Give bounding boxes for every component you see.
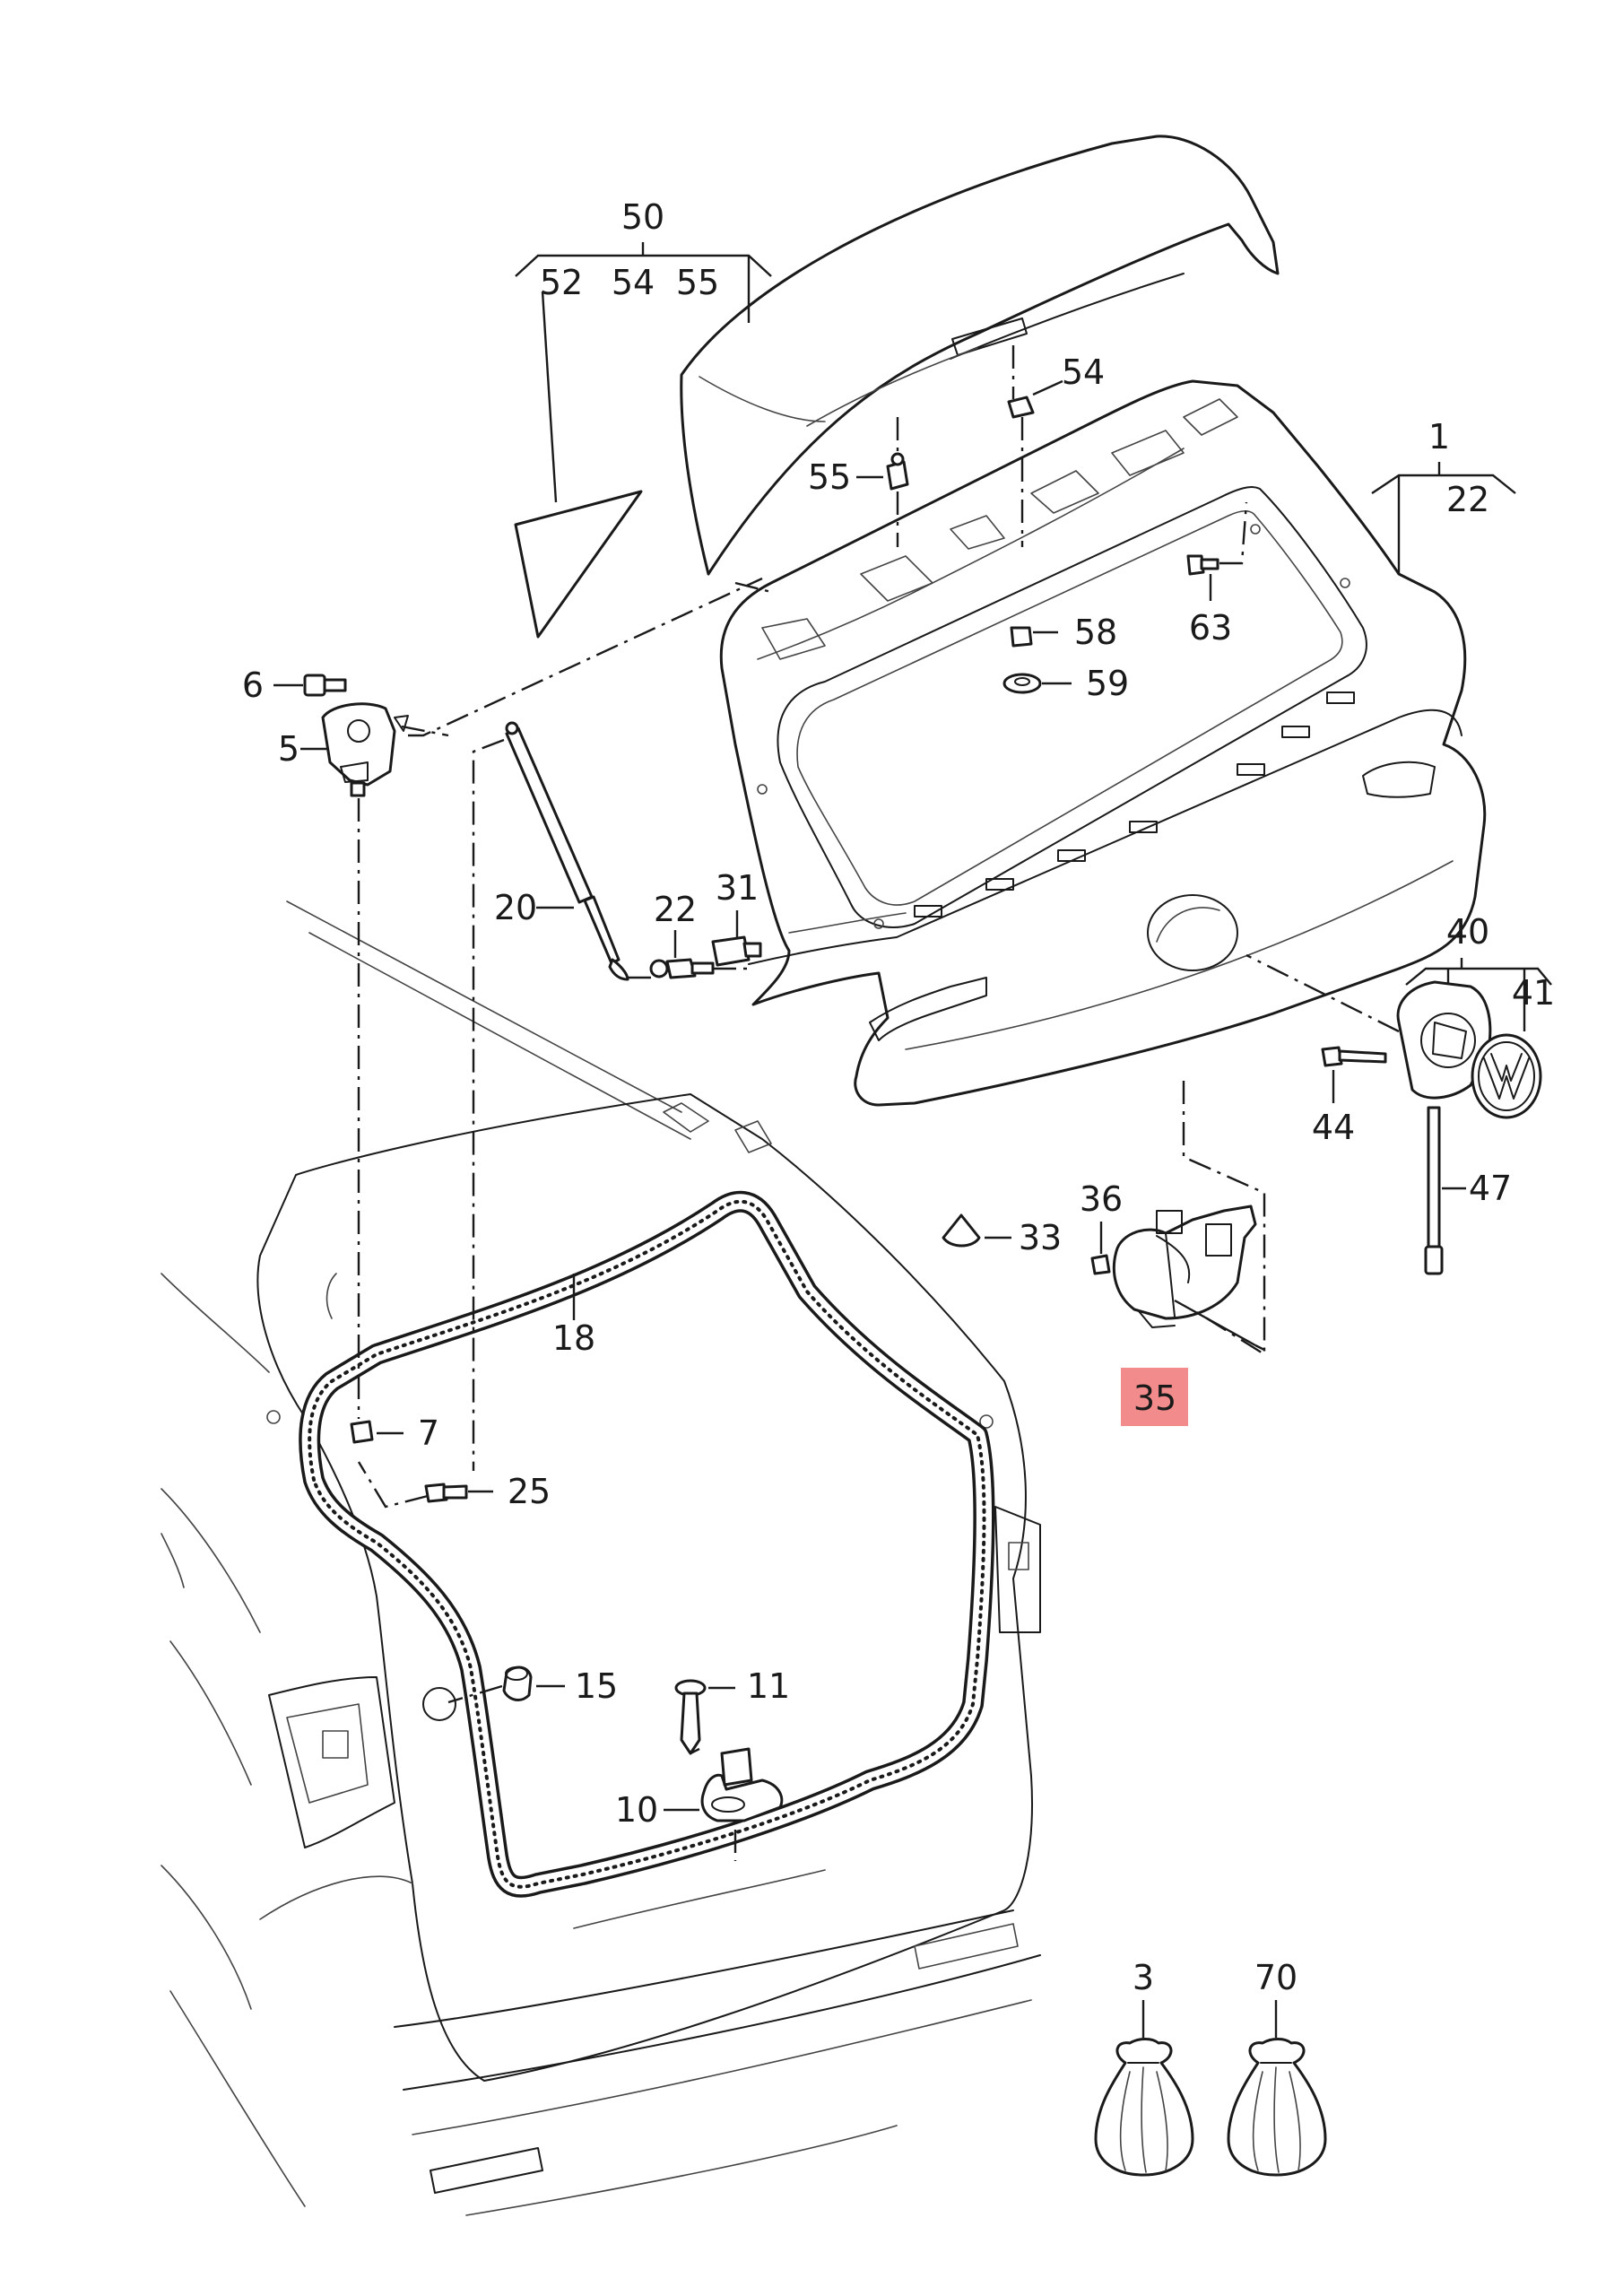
label-54a: 54 xyxy=(612,263,655,302)
label-70: 70 xyxy=(1254,1958,1298,1997)
label-22a: 22 xyxy=(1446,480,1489,519)
window-clips xyxy=(914,691,1355,918)
part-15-stop xyxy=(447,1665,565,1704)
part-47-rod xyxy=(1424,1106,1466,1275)
label-10: 10 xyxy=(615,1790,658,1830)
highlight-box-35 xyxy=(1121,1368,1188,1426)
part-63-bolt xyxy=(1186,501,1248,601)
callout-labels: 50 52 54 55 54 55 1 22 58 59 63 6 5 20 2… xyxy=(242,197,1555,1997)
vehicle-rear-body xyxy=(161,900,1041,2216)
part-54-nut xyxy=(1007,379,1063,547)
part-6-bolt xyxy=(273,674,347,697)
part-70-bag xyxy=(1227,2000,1327,2177)
tailgate-assembly xyxy=(719,379,1487,1107)
label-31: 31 xyxy=(716,868,759,908)
label-20: 20 xyxy=(494,888,537,927)
bracket-group-1 xyxy=(1371,462,1516,574)
part-22-ball-stud xyxy=(628,930,753,979)
rear-spoiler xyxy=(680,135,1280,576)
label-40: 40 xyxy=(1446,912,1489,952)
label-52: 52 xyxy=(540,263,583,302)
label-33: 33 xyxy=(1019,1218,1062,1257)
label-5: 5 xyxy=(278,729,299,769)
part-44-screw xyxy=(1321,1046,1387,1103)
label-7: 7 xyxy=(418,1413,439,1453)
label-6: 6 xyxy=(242,665,264,705)
part-7-nut xyxy=(350,1420,404,1444)
label-63: 63 xyxy=(1189,608,1232,648)
bracket-group-50 xyxy=(515,242,772,323)
label-3: 3 xyxy=(1133,1958,1154,1997)
label-50: 50 xyxy=(621,197,664,237)
label-25: 25 xyxy=(508,1472,551,1511)
label-44: 44 xyxy=(1312,1108,1355,1147)
part-36-nut xyxy=(1090,1222,1111,1275)
label-15: 15 xyxy=(575,1666,618,1706)
part-5-hinge xyxy=(300,702,449,797)
part-33-cap xyxy=(942,1213,1011,1248)
label-36: 36 xyxy=(1080,1179,1123,1219)
part-35-lock xyxy=(1112,1205,1265,1352)
part-55-clip xyxy=(856,417,909,547)
label-58: 58 xyxy=(1074,613,1117,652)
part-41-vw-emblem xyxy=(1471,1033,1542,1119)
label-47: 47 xyxy=(1469,1169,1512,1208)
label-11: 11 xyxy=(747,1666,790,1706)
label-1: 1 xyxy=(1428,417,1450,457)
tailgate-seal xyxy=(299,1190,995,1898)
part-59-washer xyxy=(1002,673,1072,694)
part-31-bump-stop xyxy=(711,910,762,967)
part-20-gas-strut xyxy=(505,721,629,981)
part-52-triangle-trim xyxy=(514,291,643,639)
label-22b: 22 xyxy=(654,890,697,929)
part-11-screw xyxy=(674,1679,735,1755)
label-35: 35 xyxy=(1133,1378,1176,1418)
label-55b: 55 xyxy=(808,457,851,497)
part-25-pin xyxy=(357,1461,493,1509)
part-40-emblem-carrier xyxy=(1245,953,1492,1100)
label-18: 18 xyxy=(552,1318,595,1358)
part-58-nut xyxy=(1010,626,1058,648)
part-3-bag xyxy=(1094,2000,1194,2177)
label-54b: 54 xyxy=(1062,352,1105,392)
label-55a: 55 xyxy=(676,263,719,302)
label-59: 59 xyxy=(1086,664,1129,703)
part-10-striker xyxy=(664,1747,784,1822)
label-41: 41 xyxy=(1512,973,1555,1013)
